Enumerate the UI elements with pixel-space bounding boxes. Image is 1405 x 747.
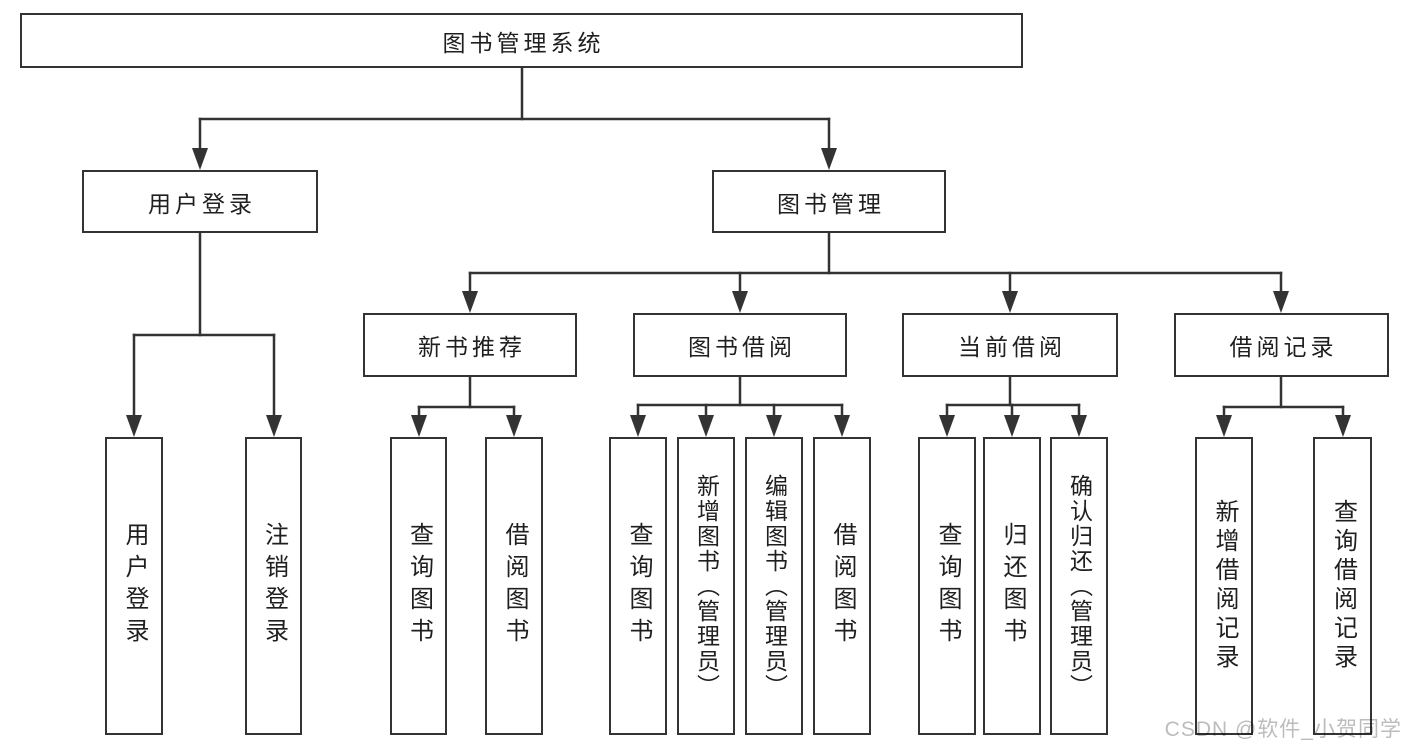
leaf-add-books-admin: 新增图书（管理员）: [677, 437, 735, 735]
csdn-watermark: CSDN @软件_小贺同学: [1164, 718, 1402, 741]
node-book-borrowing: 图书借阅: [633, 313, 847, 377]
leaf-borrow-books: 借阅图书: [813, 437, 871, 735]
leaf-return-books: 归还图书: [983, 437, 1041, 735]
leaf-query-books-borrow: 查询图书: [609, 437, 667, 735]
leaf-edit-books-admin: 编辑图书（管理员）: [745, 437, 803, 735]
node-user-login: 用户登录: [82, 170, 318, 233]
leaf-user-login: 用户登录: [105, 437, 163, 735]
node-new-book-recommendation: 新书推荐: [363, 313, 577, 377]
node-library-management-system: 图书管理系统: [20, 13, 1023, 68]
node-current-borrowing: 当前借阅: [902, 313, 1118, 377]
node-book-management: 图书管理: [712, 170, 946, 233]
leaf-query-books-recommend: 查询图书: [390, 437, 447, 735]
leaf-query-books-current: 查询图书: [918, 437, 976, 735]
node-borrowing-records: 借阅记录: [1174, 313, 1389, 377]
leaf-borrow-books-recommend: 借阅图书: [485, 437, 543, 735]
leaf-add-borrow-record: 新增借阅记录: [1195, 437, 1253, 735]
leaf-query-borrow-record: 查询借阅记录: [1313, 437, 1372, 735]
leaf-confirm-return-admin: 确认归还（管理员）: [1050, 437, 1108, 735]
leaf-logout: 注销登录: [245, 437, 302, 735]
